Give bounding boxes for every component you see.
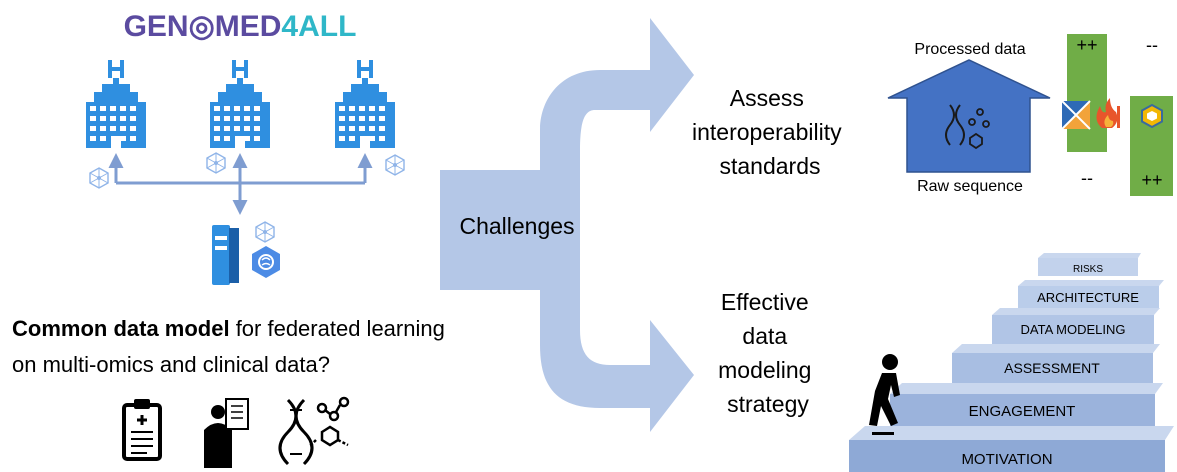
fire-logo-icon [1096,98,1120,128]
raw-sequence-label: Raw sequence [917,178,1023,195]
server-icon [212,225,239,285]
stair-step-label: ASSESSMENT [1004,360,1100,376]
walking-person-icon [869,354,900,435]
network-node-icon [255,221,275,243]
processing-up-arrow [887,59,1051,173]
question-text-line1: Common data model for federated learning [12,316,445,341]
stair-step: RISKS [1038,253,1141,276]
column1-bottom-rating: -- [1081,168,1093,188]
column2-bottom-rating: ++ [1141,170,1162,190]
question-text-line2: on multi-omics and clinical data? [12,352,330,377]
stairs-diagram: MOTIVATION ENGAGEMENT ASSESSMENT DATA MO… [849,253,1174,472]
dna-icon [278,398,314,466]
network-node-icon [89,167,109,189]
format-logo-icon [1061,100,1091,130]
stair-step: DATA MODELING [992,308,1160,344]
federation-connectors [108,153,373,215]
hospital-icon [86,60,146,148]
challenges-flow-arrow [440,18,694,432]
stair-step: ENGAGEMENT [890,383,1163,426]
stair-step-label: ENGAGEMENT [969,403,1076,420]
column1-top-rating: ++ [1076,35,1097,55]
network-node-icon [206,152,226,174]
data-modeling-branch-label: Effective data modeling strategy [718,289,818,417]
doctor-xray-icon [204,398,249,468]
hospital-icon [335,60,395,148]
medical-record-icon [122,399,162,461]
interoperability-branch-label: Assess interoperability standards [692,85,848,179]
stair-step-label: RISKS [1073,264,1103,275]
stair-step-label: MOTIVATION [961,451,1052,468]
molecule-icon [968,108,990,150]
molecule-icon [309,396,350,447]
interop-column-1 [1067,34,1107,152]
network-node-icon [385,154,405,176]
challenges-label: Challenges [459,213,574,239]
stair-step-label: DATA MODELING [1021,322,1126,337]
stair-step: MOTIVATION [849,426,1174,472]
dna-icon [945,104,965,146]
stair-step: ASSESSMENT [952,344,1160,383]
processed-data-label: Processed data [914,41,1025,58]
hexagon-logo-icon [1141,103,1163,129]
stair-step: ARCHITECTURE [1018,280,1164,308]
hospital-icon [210,60,270,148]
genomed4all-logo: GEN◎MED4ALL [124,10,357,43]
column2-top-rating: -- [1146,35,1158,55]
stair-step-label: ARCHITECTURE [1037,290,1139,305]
brain-icon [252,246,280,278]
